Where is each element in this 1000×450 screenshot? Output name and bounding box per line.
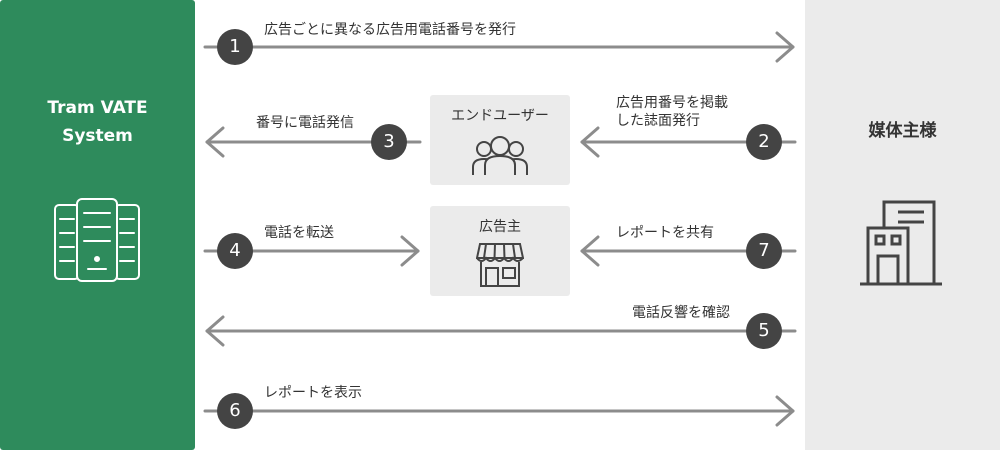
advertiser-label: 広告主 — [479, 219, 521, 235]
step-6-badge: 6 — [217, 393, 253, 429]
arrowhead-step-3 — [205, 126, 225, 158]
advertiser-box: 広告主 — [430, 206, 570, 296]
end-user-box: エンドユーザー — [430, 95, 570, 185]
media-owner-panel: 媒体主様 — [805, 0, 1000, 450]
step-2-label: 広告用番号を掲載 した誌面発行 — [616, 95, 728, 129]
step-6-label: レポートを表示 — [264, 385, 362, 401]
arrowhead-step-7 — [580, 235, 600, 267]
tram-vate-system-panel: Tram VATE System — [0, 0, 195, 450]
arrowhead-step-6 — [775, 395, 795, 427]
step-1-badge: 1 — [217, 29, 253, 65]
system-title: Tram VATE System — [47, 98, 148, 146]
building-icon — [860, 200, 942, 286]
step-3-label: 番号に電話発信 — [256, 115, 354, 131]
step-4-badge: 4 — [217, 233, 253, 269]
arrowhead-step-5 — [205, 315, 225, 347]
step-5-label: 電話反響を確認 — [632, 305, 730, 321]
step-2-badge: 2 — [746, 124, 782, 160]
server-rack-icon — [54, 198, 140, 282]
storefront-icon — [476, 243, 524, 287]
step-4-label: 電話を転送 — [264, 225, 334, 241]
step-3-badge: 3 — [371, 124, 407, 160]
media-owner-title: 媒体主様 — [868, 121, 937, 141]
end-user-label: エンドユーザー — [451, 108, 549, 124]
step-7-label: レポートを共有 — [616, 225, 714, 241]
step-7-badge: 7 — [746, 233, 782, 269]
step-5-badge: 5 — [746, 313, 782, 349]
arrowhead-step-4 — [400, 235, 420, 267]
arrowhead-step-1 — [775, 31, 795, 63]
step-1-label: 広告ごとに異なる広告用電話番号を発行 — [264, 22, 516, 38]
arrowhead-step-2 — [580, 126, 600, 158]
people-group-icon — [472, 136, 528, 175]
